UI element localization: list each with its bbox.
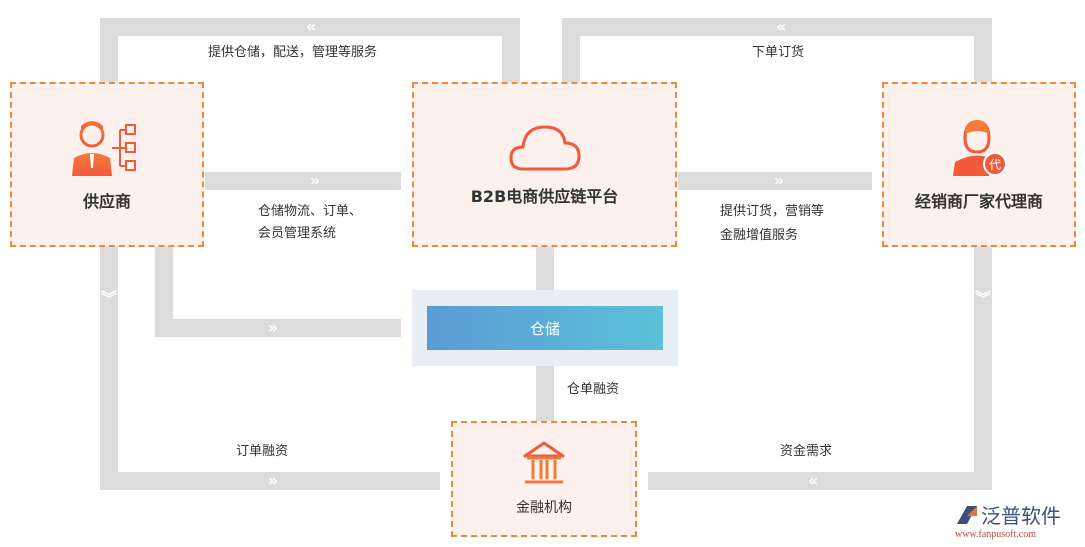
connector: [974, 18, 992, 84]
node-label: 金融机构: [516, 500, 572, 516]
warehouse-label: 仓储: [427, 306, 663, 350]
cloud-icon: [508, 124, 581, 170]
arrow-right-icon: »: [267, 471, 279, 490]
logo-name: 泛普软件: [981, 504, 1061, 528]
connector: [155, 246, 173, 337]
node-label: 经销商厂家代理商: [914, 191, 1043, 211]
node-label: B2B电商供应链平台: [470, 186, 619, 206]
connector: [100, 18, 118, 84]
connector: [205, 172, 401, 190]
supplier-icon: [72, 120, 136, 176]
connector: [100, 18, 520, 36]
connector: [502, 18, 520, 84]
flow-label: 提供仓储，配送，管理等服务: [208, 45, 378, 60]
connector: [562, 18, 992, 36]
connector: [536, 366, 554, 422]
flow-label: 资金需求: [780, 444, 833, 459]
connector: [678, 172, 872, 190]
flow-label: 提供订货，营销等: [720, 204, 825, 219]
arrow-right-icon: »: [309, 171, 321, 190]
connector: [974, 246, 992, 490]
node-finance: 金融机构: [451, 421, 637, 537]
node-supplier: 供应商: [10, 82, 204, 247]
logo-url: www.fanpusoft.com: [955, 529, 1037, 540]
node-dealer: 代 经销商厂家代理商: [882, 82, 1076, 247]
arrow-right-icon: »: [267, 318, 279, 337]
arrow-left-icon: «: [807, 471, 819, 490]
connector: [562, 18, 580, 84]
arrow-left-icon: «: [775, 17, 787, 36]
arrow-down-icon: ︾: [100, 289, 117, 308]
connector: [100, 246, 118, 490]
arrow-down-icon: ︾: [974, 289, 991, 308]
connector: [155, 319, 401, 337]
flow-label: 下单订货: [752, 45, 805, 60]
node-warehouse: 仓储: [412, 290, 678, 366]
svg-text:代: 代: [989, 158, 1001, 172]
node-platform: B2B电商供应链平台: [412, 82, 677, 247]
connector: [536, 246, 554, 292]
bank-icon: [523, 441, 565, 484]
flow-label: 仓单融资: [567, 382, 620, 397]
logo-icon: [957, 505, 977, 524]
connector: [648, 472, 992, 490]
agent-icon: 代: [953, 119, 1007, 176]
flow-label: 金融增值服务: [720, 228, 799, 243]
flow-label: 仓储物流、订单、: [258, 204, 363, 219]
logo: 泛普软件 www.fanpusoft.com: [955, 500, 1080, 540]
connector: [100, 472, 440, 490]
flow-label: 订单融资: [236, 444, 289, 459]
node-label: 供应商: [82, 191, 131, 211]
flow-label: 会员管理系统: [258, 226, 337, 241]
arrow-right-icon: »: [773, 171, 785, 190]
arrow-left-icon: «: [305, 17, 317, 36]
